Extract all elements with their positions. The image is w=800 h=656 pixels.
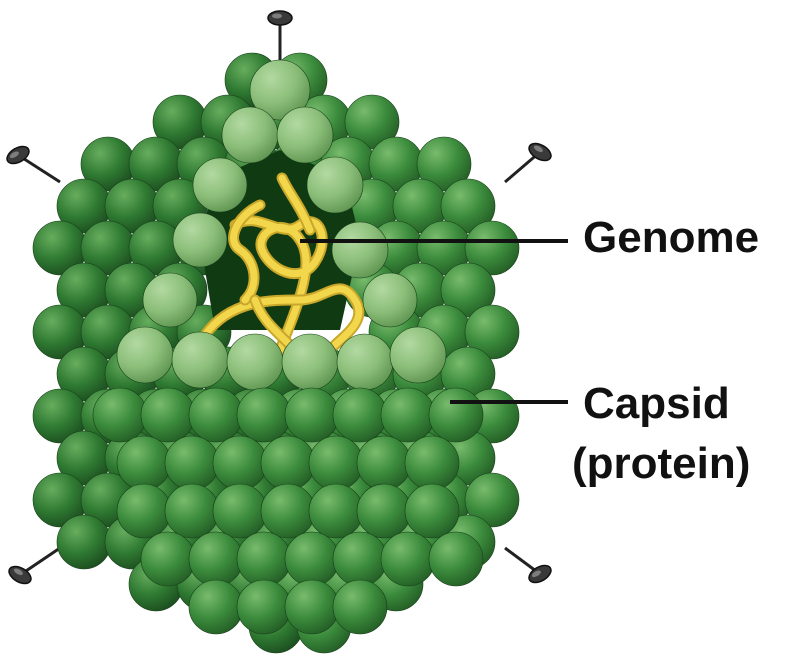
capsid-front-subunit [429,532,483,586]
capsid-front-subunit [357,484,411,538]
capsid-label: Capsid [583,380,730,428]
capsid-front-subunit [117,484,171,538]
capsid-front-subunit [189,532,243,586]
capsid-front-subunit [261,484,315,538]
capsid-front-subunit [237,532,291,586]
capsid-rim-subunit [117,327,173,383]
capsid-front-subunit [141,532,195,586]
capsid-front-subunit [93,388,147,442]
capsid-front-subunit [285,388,339,442]
capsid-front-subunit [357,436,411,490]
capsid-front-subunit [213,484,267,538]
capsid-front-subunit [165,484,219,538]
capsid-sub-label: (protein) [572,440,750,488]
capsid-rim-subunit [143,273,197,327]
capsid-rim-subunit [227,334,283,390]
capsid-rim-subunit [363,273,417,327]
capsid-front-subunit [333,580,387,634]
capsid-front-subunit [165,436,219,490]
spike-knob-highlight [272,14,282,19]
capsid-rim-subunit [173,213,227,267]
capsid-front-subunit [117,436,171,490]
capsid-front-subunit [381,388,435,442]
capsid-subunit [57,515,111,569]
capsid-front-subunit [405,484,459,538]
capsid-front-subunit [333,532,387,586]
capsid-rim-subunit [193,158,247,212]
capsid-front-subunit [213,436,267,490]
capsid-rim-subunit [222,107,278,163]
capsid-front-subunit [285,580,339,634]
capsid-rim-subunit [332,222,388,278]
capsid-front-subunit [285,532,339,586]
capsid-rim-subunit [337,334,393,390]
capsid-front-subunit [429,388,483,442]
genome-label: Genome [583,214,759,262]
capsid-rim-subunit [172,332,228,388]
capsid-front-subunit [189,580,243,634]
capsid-front-subunit [405,436,459,490]
capsid-rim-subunit [277,107,333,163]
capsid-front-subunit [237,388,291,442]
capsid-front-subunit [381,532,435,586]
capsid-front-subunit [309,436,363,490]
capsid-front-subunit [261,436,315,490]
capsid-front-subunit [189,388,243,442]
capsid-front-subunit [237,580,291,634]
capsid-front-subunit [333,388,387,442]
capsid-rim-subunit [282,334,338,390]
capsid-rim-subunit [307,157,363,213]
capsid-front-subunit [309,484,363,538]
capsid-front-subunit [141,388,195,442]
capsid-rim-subunit [390,327,446,383]
